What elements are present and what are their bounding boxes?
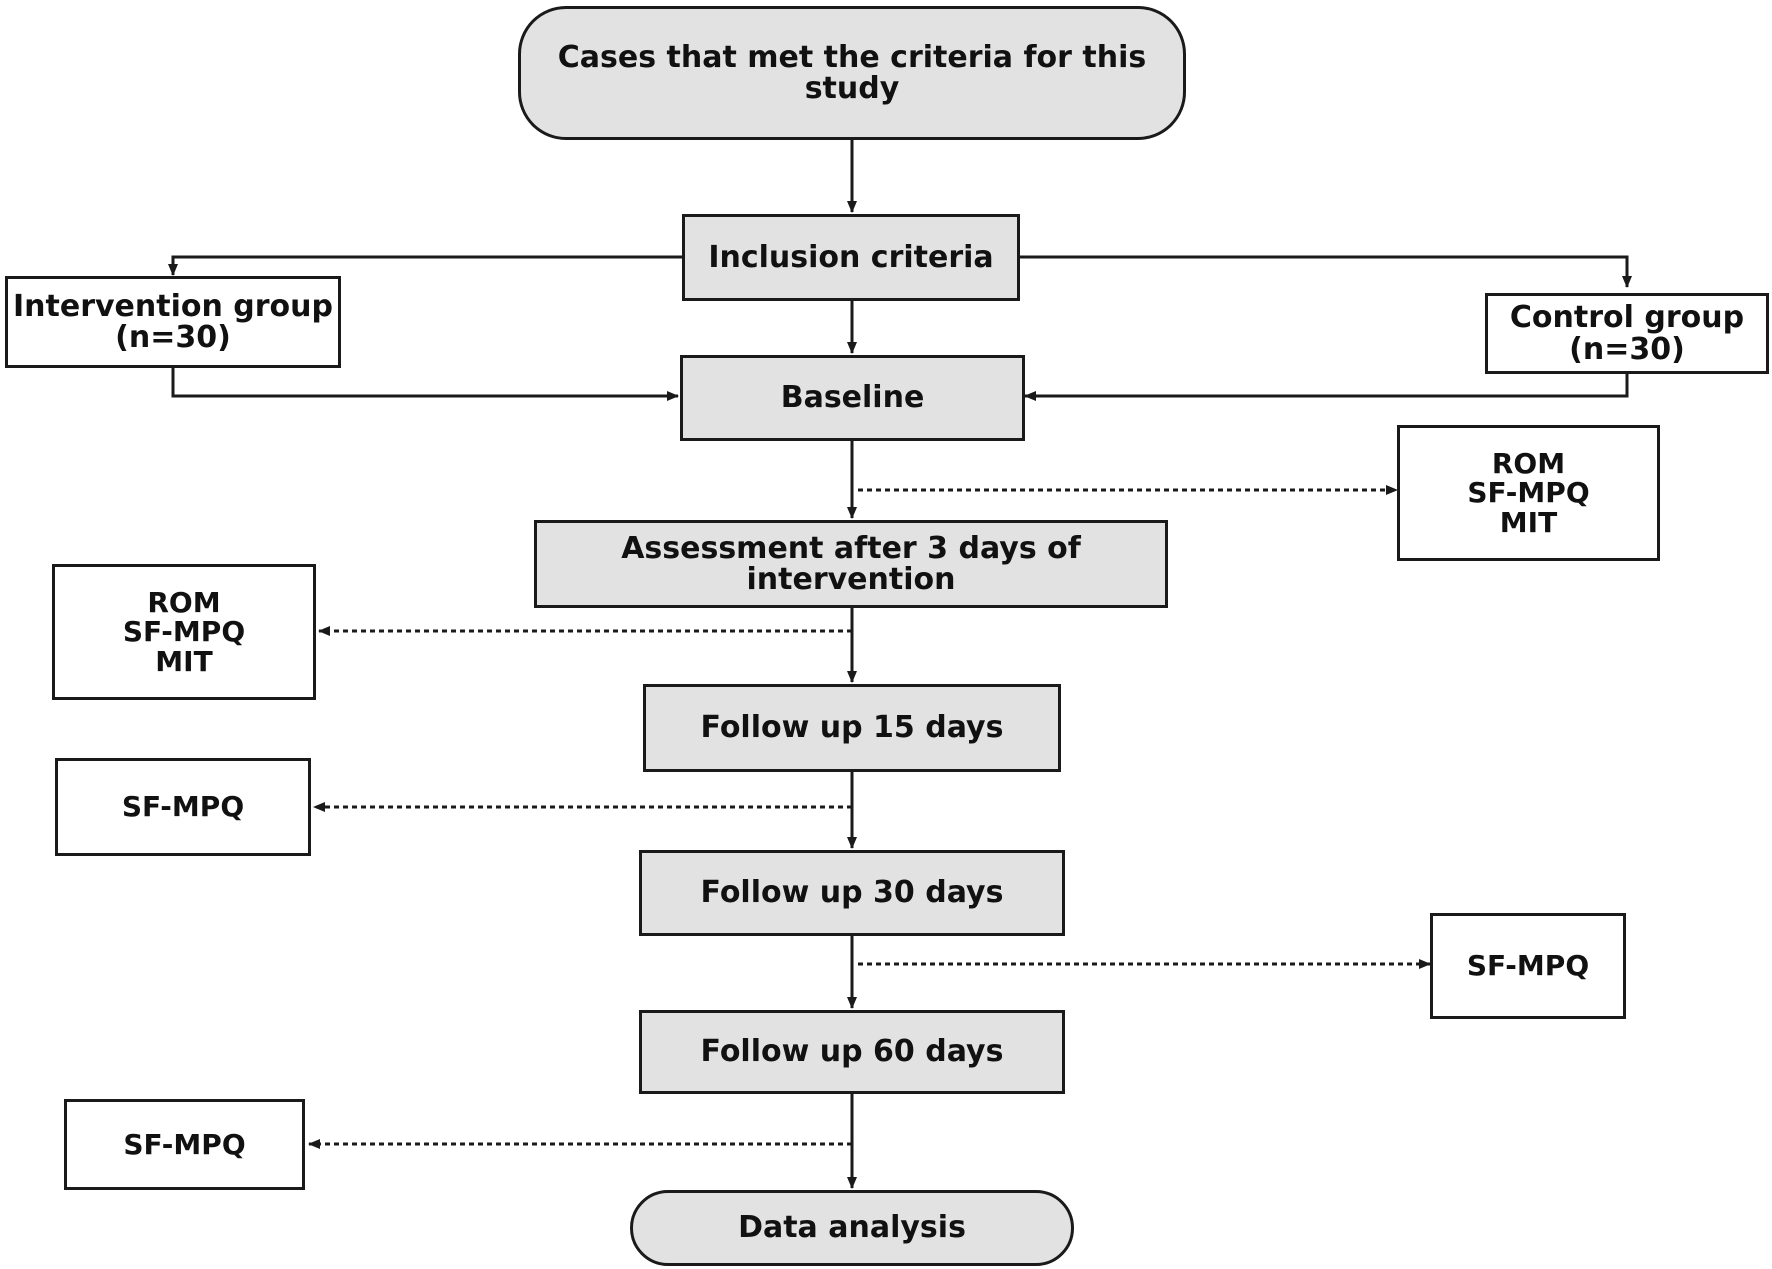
baseline-box: Baseline	[680, 355, 1025, 441]
assessment-box: Assessment after 3 days of intervention	[534, 520, 1168, 608]
baseline-measures-box: ROM SF-MPQ MIT	[1397, 425, 1660, 561]
measure-item: SF-MPQ	[123, 1127, 246, 1161]
follow-up-15-box: Follow up 15 days	[643, 684, 1061, 772]
control-group-count: (n=30)	[1569, 331, 1685, 367]
assessment-measures-box: ROM SF-MPQ MIT	[52, 564, 316, 700]
measure-item: MIT	[1499, 505, 1558, 539]
data-analysis-label: Data analysis	[738, 1210, 966, 1246]
intervention-group-count: (n=30)	[115, 320, 231, 355]
inclusion-criteria-label: Inclusion criteria	[708, 239, 994, 275]
intervention-group-label: Intervention group	[12, 288, 333, 324]
arrow-control-to-baseline	[1024, 373, 1629, 401]
measure-item: ROM	[147, 585, 221, 619]
arrow-inclusion-to-intervention	[168, 255, 682, 276]
inclusion-criteria-box: Inclusion criteria	[682, 214, 1020, 301]
control-group-box: Control group (n=30)	[1485, 293, 1769, 374]
data-analysis-node: Data analysis	[630, 1190, 1074, 1266]
measure-item: MIT	[155, 644, 213, 678]
measure-item: SF-MPQ	[122, 615, 246, 649]
follow-up-30-measures-box: SF-MPQ	[1430, 913, 1626, 1019]
measure-item: SF-MPQ	[1466, 949, 1590, 983]
follow-up-60-box: Follow up 60 days	[639, 1010, 1065, 1094]
arrow-intervention-to-baseline	[171, 366, 679, 401]
follow-up-30-label: Follow up 30 days	[700, 875, 1004, 911]
follow-up-15-measures-box: SF-MPQ	[55, 758, 311, 856]
follow-up-30-box: Follow up 30 days	[639, 850, 1065, 936]
measure-item: SF-MPQ	[121, 790, 245, 824]
measure-item: SF-MPQ	[1467, 476, 1590, 510]
start-node: Cases that met the criteria for this stu…	[518, 6, 1186, 140]
follow-up-60-measures-box: SF-MPQ	[64, 1099, 305, 1190]
follow-up-60-label: Follow up 60 days	[700, 1034, 1004, 1070]
baseline-label: Baseline	[780, 380, 925, 416]
arrow-inclusion-to-control	[1020, 255, 1632, 288]
assessment-label: Assessment after 3 days of intervention	[621, 530, 1081, 597]
start-label: Cases that met the criteria for this stu…	[557, 39, 1147, 106]
control-group-label: Control group	[1509, 300, 1745, 335]
measure-item: ROM	[1491, 446, 1566, 480]
follow-up-15-label: Follow up 15 days	[700, 710, 1004, 746]
intervention-group-box: Intervention group (n=30)	[5, 276, 341, 368]
